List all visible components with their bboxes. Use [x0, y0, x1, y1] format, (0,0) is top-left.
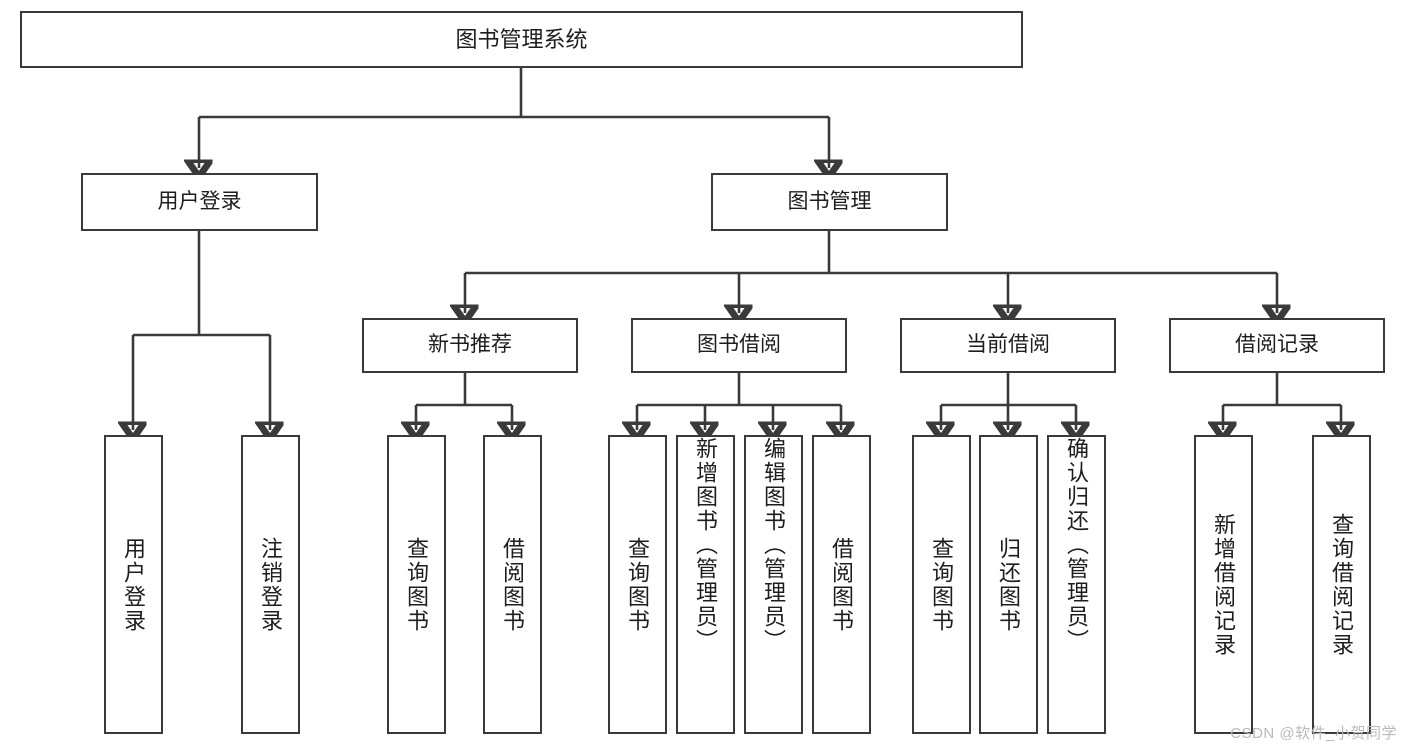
- node-label: 查询图书: [404, 536, 430, 633]
- watermark: CSDN @软件_小贺同学: [1230, 725, 1397, 742]
- node-label: 编辑图书（管理员）: [761, 437, 787, 653]
- node-new-book-recommend[interactable]: 新书推荐: [362, 318, 578, 373]
- node-label: 查询借阅记录: [1329, 512, 1355, 657]
- leaf-query-book-current[interactable]: 查询图书: [912, 435, 971, 734]
- leaf-query-borrow-record[interactable]: 查询借阅记录: [1312, 435, 1371, 734]
- node-book-manage[interactable]: 图书管理: [711, 173, 948, 231]
- leaf-logout-login[interactable]: 注销登录: [241, 435, 300, 734]
- node-label: 注销登录: [258, 536, 284, 633]
- node-label: 确认归还（管理员）: [1064, 437, 1090, 653]
- node-borrow-record[interactable]: 借阅记录: [1169, 318, 1385, 373]
- node-label: 新增图书（管理员）: [693, 437, 719, 653]
- node-root-system[interactable]: 图书管理系统: [20, 11, 1023, 68]
- leaf-return-book[interactable]: 归还图书: [979, 435, 1038, 734]
- node-label: 用户登录: [157, 189, 242, 213]
- node-label: 借阅图书: [500, 536, 526, 633]
- node-book-borrow[interactable]: 图书借阅: [631, 318, 847, 373]
- node-label: 新增借阅记录: [1211, 512, 1237, 657]
- node-label: 用户登录: [121, 536, 147, 633]
- node-label: 新书推荐: [428, 333, 512, 357]
- leaf-query-book-borrow[interactable]: 查询图书: [608, 435, 667, 734]
- node-current-borrow[interactable]: 当前借阅: [900, 318, 1116, 373]
- leaf-user-login[interactable]: 用户登录: [104, 435, 163, 734]
- node-label: 图书管理系统: [455, 26, 588, 52]
- node-label: 图书管理: [787, 189, 872, 213]
- leaf-confirm-return-admin[interactable]: 确认归还（管理员）: [1047, 435, 1106, 734]
- leaf-query-book-recommend[interactable]: 查询图书: [387, 435, 446, 734]
- node-label: 查询图书: [929, 536, 955, 633]
- leaf-edit-book-admin[interactable]: 编辑图书（管理员）: [744, 435, 803, 734]
- leaf-add-book-admin[interactable]: 新增图书（管理员）: [676, 435, 735, 734]
- node-label: 借阅记录: [1235, 333, 1319, 357]
- node-label: 查询图书: [625, 536, 651, 633]
- node-label: 当前借阅: [966, 333, 1050, 357]
- leaf-borrow-book-recommend[interactable]: 借阅图书: [483, 435, 542, 734]
- node-user-login[interactable]: 用户登录: [81, 173, 318, 231]
- node-label: 图书借阅: [697, 333, 781, 357]
- node-label: 归还图书: [996, 536, 1022, 633]
- leaf-add-borrow-record[interactable]: 新增借阅记录: [1194, 435, 1253, 734]
- node-label: 借阅图书: [829, 536, 855, 633]
- leaf-borrow-book-borrow[interactable]: 借阅图书: [812, 435, 871, 734]
